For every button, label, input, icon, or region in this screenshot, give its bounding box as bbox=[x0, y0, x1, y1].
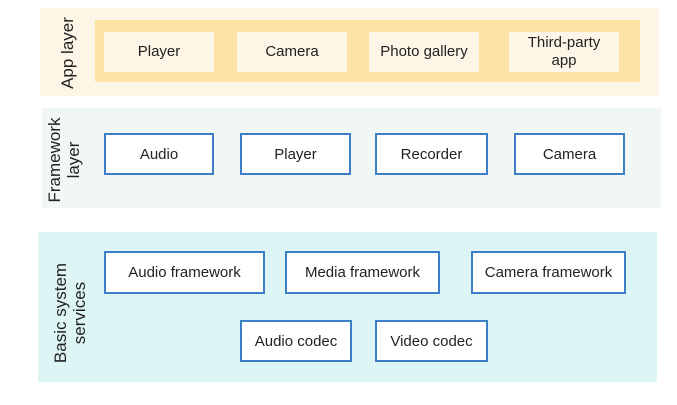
audio-codec-box: Audio codec bbox=[240, 320, 352, 362]
camera-framework-box: Camera framework bbox=[471, 251, 626, 294]
media-framework-box: Media framework bbox=[285, 251, 440, 294]
framework-audio-box: Audio bbox=[104, 133, 214, 175]
basic-system-services-label: Basic system services bbox=[51, 262, 89, 364]
audio-framework-box: Audio framework bbox=[104, 251, 265, 294]
app-photo-gallery-box: Photo gallery bbox=[369, 32, 479, 72]
framework-player-box: Player bbox=[240, 133, 351, 175]
app-camera-box: Camera bbox=[237, 32, 347, 72]
app-third-party-app-box: Third-party app bbox=[509, 32, 619, 72]
app-player-box: Player bbox=[104, 32, 214, 72]
framework-layer-label: Framework layer bbox=[45, 117, 83, 203]
video-codec-box: Video codec bbox=[375, 320, 488, 362]
app-layer-label: App layer bbox=[57, 17, 77, 89]
framework-recorder-box: Recorder bbox=[375, 133, 488, 175]
framework-camera-box: Camera bbox=[514, 133, 625, 175]
